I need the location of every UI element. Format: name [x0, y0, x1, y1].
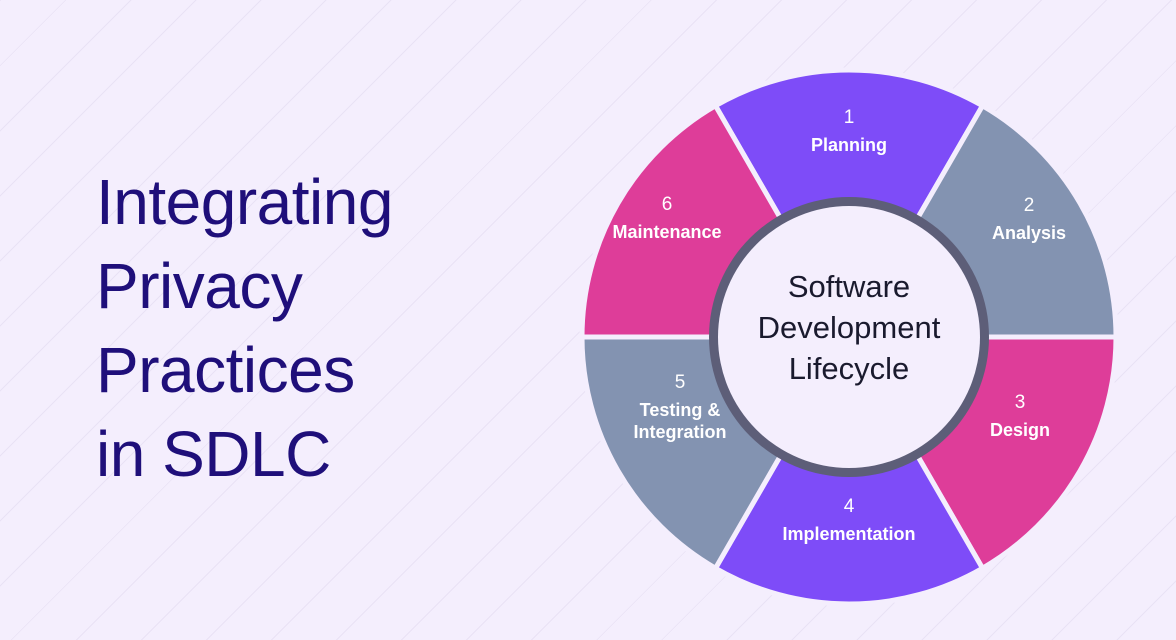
- center-title-line-3: Lifecycle: [789, 351, 910, 386]
- page-title: Integrating Privacy Practices in SDLC: [96, 160, 566, 496]
- segment-2-label-line-1: Analysis: [992, 223, 1066, 243]
- title-line-2: Privacy: [96, 250, 303, 322]
- segment-3-label-line-1: Design: [990, 420, 1050, 440]
- center-title-line-2: Development: [758, 310, 941, 345]
- title-line-1: Integrating: [96, 166, 393, 238]
- center-hub: [718, 206, 980, 468]
- title-line-3: Practices: [96, 334, 355, 406]
- title-line-4: in SDLC: [96, 418, 331, 490]
- segment-1-number: 1: [844, 107, 855, 128]
- segment-5-label-line-2: Integration: [634, 422, 727, 442]
- segment-4-label-line-1: Implementation: [782, 524, 915, 544]
- segment-1-label-line-1: Planning: [811, 135, 887, 155]
- segment-6-label-line-1: Maintenance: [612, 222, 721, 242]
- segment-2-number: 2: [1024, 195, 1035, 216]
- center-title-line-1: Software: [788, 269, 910, 304]
- segment-4-number: 4: [844, 496, 855, 517]
- segment-5-number: 5: [675, 372, 686, 393]
- segment-6-number: 6: [662, 194, 673, 215]
- segment-3-number: 3: [1015, 392, 1026, 413]
- segment-5-label-line-1: Testing &: [640, 400, 721, 420]
